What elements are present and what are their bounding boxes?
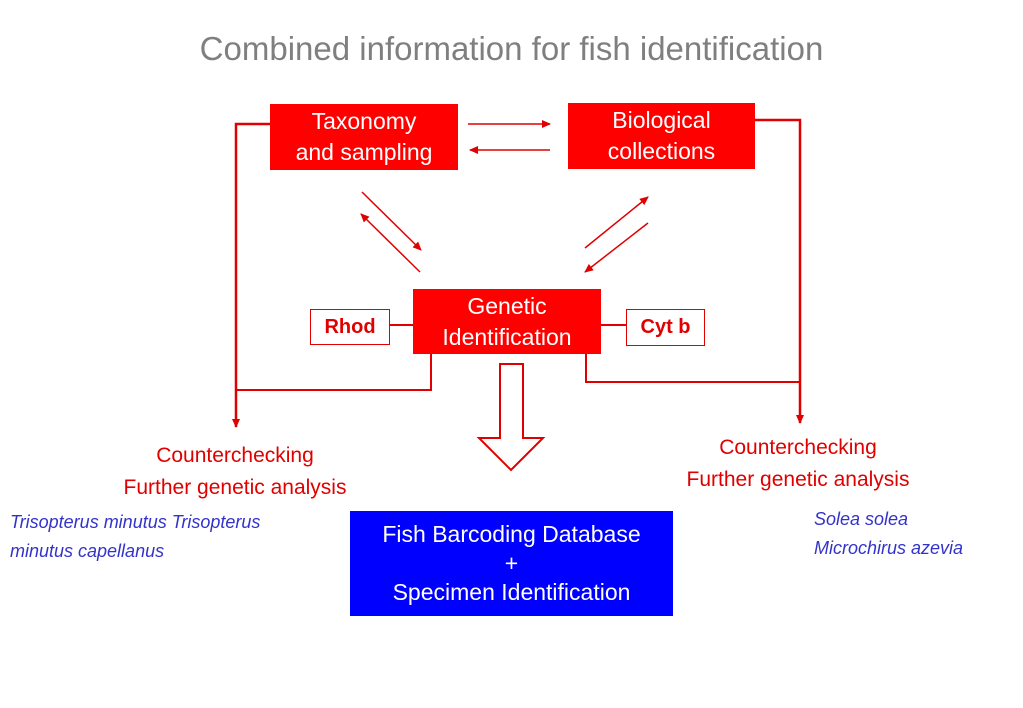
right-feedback-line bbox=[755, 118, 804, 424]
cytb-box: Cyt b bbox=[626, 309, 705, 346]
rhod-box: Rhod bbox=[310, 309, 390, 345]
right-genetic-line bbox=[585, 354, 800, 383]
right-check-line-2: Further genetic analysis bbox=[686, 468, 910, 491]
taxonomy-sampling-box: Taxonomy and sampling bbox=[270, 104, 458, 170]
left-check-line-2: Further genetic analysis bbox=[123, 476, 347, 499]
right-counterchecking-label: Counterchecking Further genetic analysis bbox=[673, 432, 923, 496]
database-line-1: Fish Barcoding Database bbox=[382, 521, 641, 547]
page-title: Combined information for fish identifica… bbox=[199, 30, 824, 67]
arrow-collections-to-genetic bbox=[584, 222, 649, 273]
database-line-3: Specimen Identification bbox=[392, 579, 631, 605]
left-counterchecking-label: Counterchecking Further genetic analysis bbox=[110, 440, 360, 504]
arrow-genetic-to-taxonomy bbox=[360, 213, 421, 273]
genetic-line-1: Genetic bbox=[467, 292, 547, 319]
down-arrow-icon bbox=[476, 363, 546, 472]
right-species-list: Solea solea Microchirus azevia bbox=[814, 505, 1014, 563]
genetic-line-2: Identification bbox=[442, 323, 572, 350]
database-line-2: + bbox=[504, 550, 519, 576]
right-species-line-2: Microchirus azevia bbox=[814, 538, 964, 558]
arrow-taxonomy-to-genetic bbox=[361, 191, 422, 251]
collections-line-2: collections bbox=[607, 138, 716, 164]
right-check-line-1: Counterchecking bbox=[719, 436, 877, 459]
right-species-line-1: Solea solea bbox=[814, 509, 909, 529]
fish-barcoding-database-box: Fish Barcoding Database + Specimen Ident… bbox=[350, 511, 673, 616]
taxonomy-line-2: and sampling bbox=[295, 139, 433, 165]
biological-collections-box: Biological collections bbox=[568, 103, 755, 169]
genetic-identification-box: Genetic Identification bbox=[413, 289, 601, 354]
left-genetic-line bbox=[236, 354, 432, 391]
left-feedback-line bbox=[232, 122, 270, 428]
left-check-line-1: Counterchecking bbox=[156, 444, 314, 467]
left-species-line-1: Trisopterus minutus Trisopterus bbox=[10, 512, 261, 532]
collections-line-1: Biological bbox=[612, 107, 711, 133]
left-species-line-2: minutus capellanus bbox=[10, 541, 165, 561]
arrow-genetic-to-collections bbox=[584, 196, 649, 249]
left-species-list: Trisopterus minutus Trisopterus minutus … bbox=[10, 508, 310, 566]
taxonomy-line-1: Taxonomy bbox=[311, 108, 417, 134]
